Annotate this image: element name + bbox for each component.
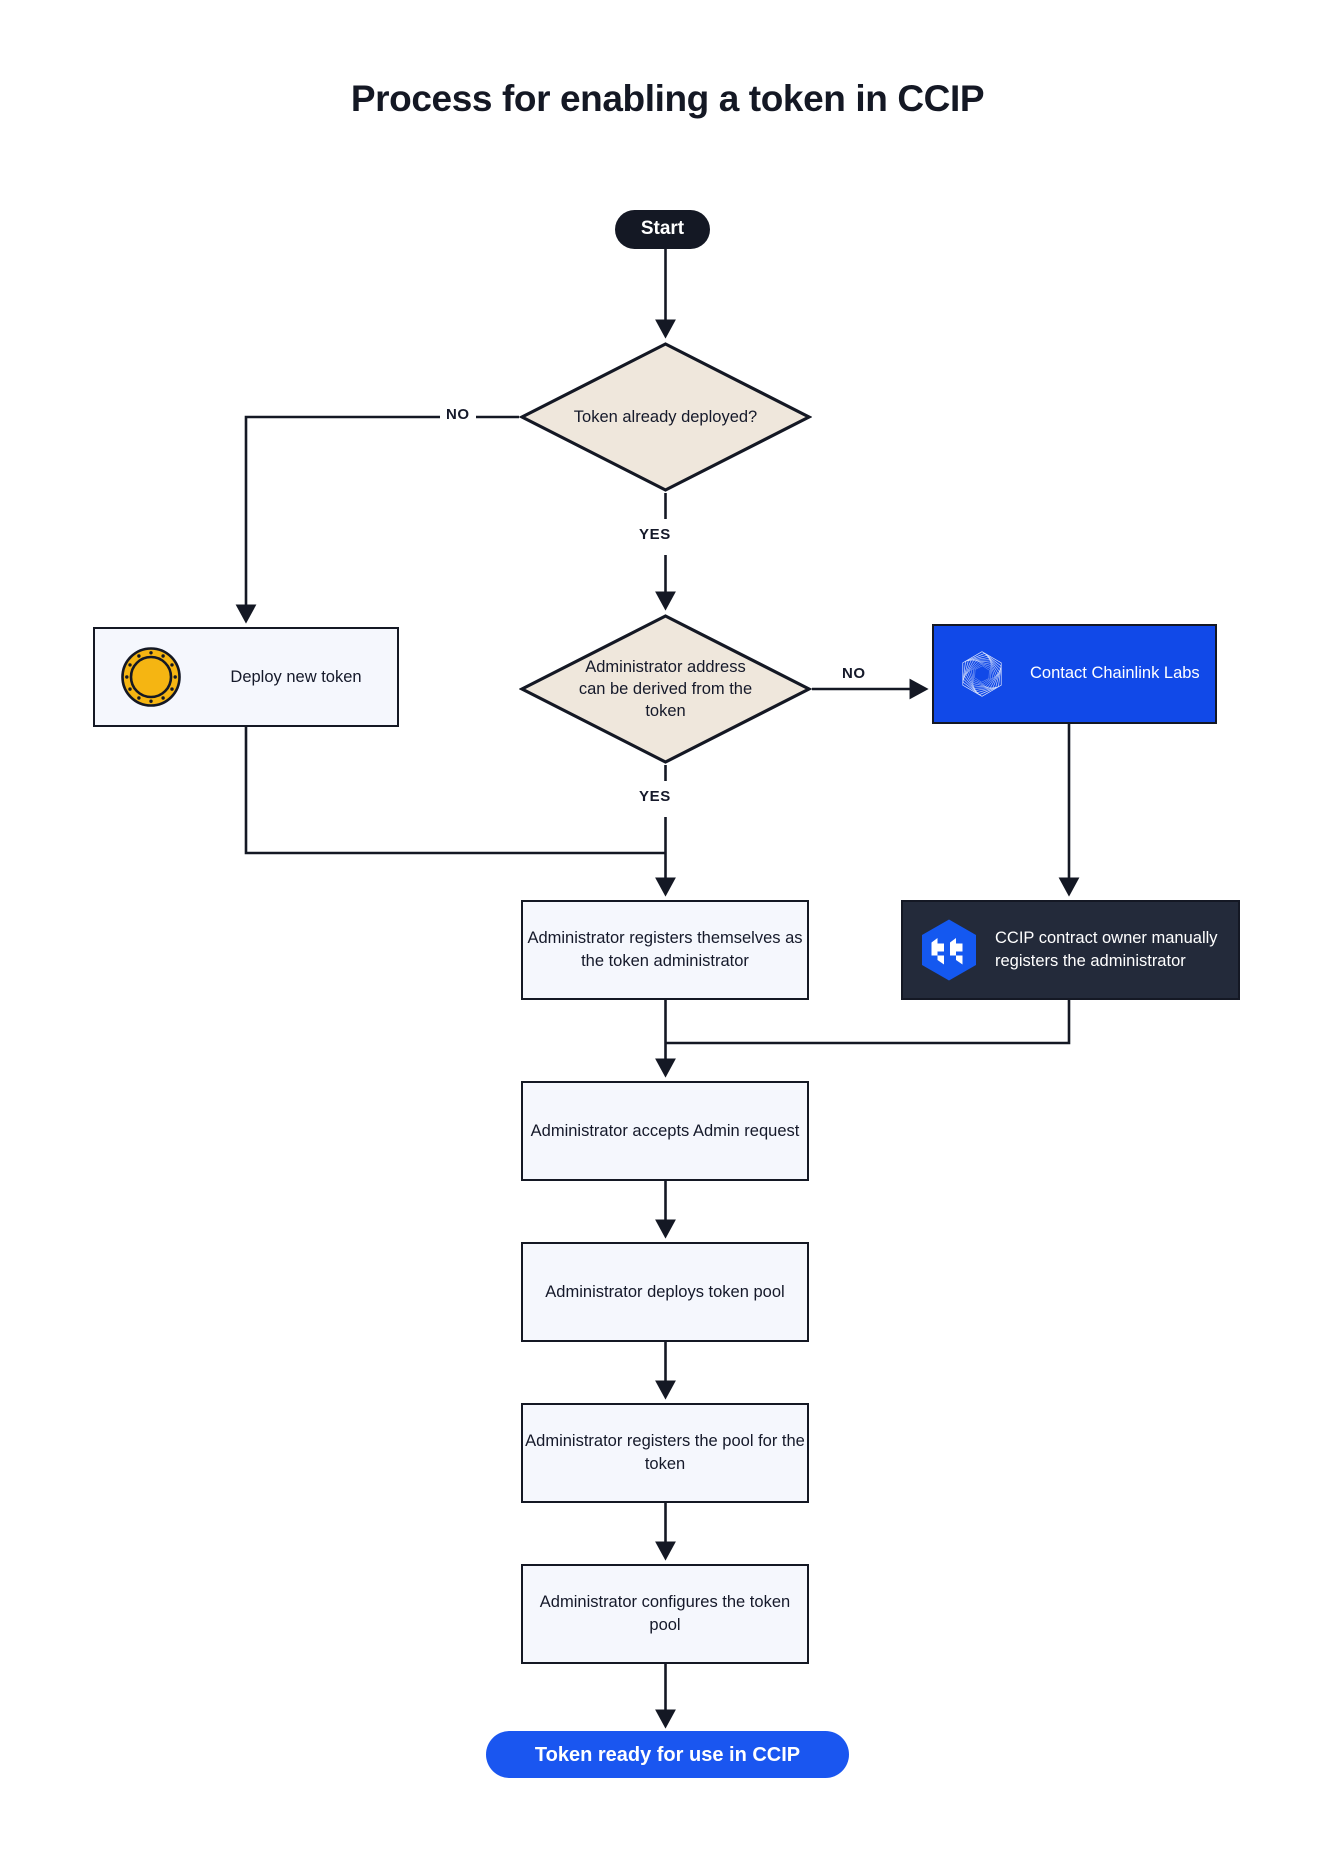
- node-deploy-new-token[interactable]: Deploy new token: [93, 627, 399, 727]
- node-administrator-deploys-pool[interactable]: Administrator deploys token pool: [521, 1242, 809, 1342]
- node-administrator-registers-pool-label: Administrator registers the pool for the…: [525, 1432, 805, 1473]
- node-deploy-new-token-label: Deploy new token: [230, 667, 362, 686]
- node-end[interactable]: Token ready for use in CCIP: [486, 1731, 849, 1778]
- node-administrator-accepts[interactable]: Administrator accepts Admin request: [521, 1081, 809, 1181]
- node-administrator-configures-pool-label: Administrator configures the token pool: [539, 1593, 791, 1634]
- edge-label-no-token-deployed: NO: [440, 404, 476, 425]
- node-start-label: Start: [640, 218, 685, 240]
- node-administrator-configures-pool[interactable]: Administrator configures the token pool: [521, 1564, 809, 1664]
- edge-label-yes-admin-derived: YES: [633, 786, 677, 807]
- node-administrator-registers-pool[interactable]: Administrator registers the pool for the…: [521, 1403, 809, 1503]
- ccip-logo-icon: [922, 919, 976, 981]
- node-ccip-contract-owner[interactable]: CCIP contract owner manually registers t…: [901, 900, 1240, 1000]
- coin-icon-slot: [95, 646, 207, 708]
- node-decision-admin-derived[interactable]: Administrator address can be derived fro…: [519, 613, 812, 765]
- node-decision-token-deployed[interactable]: Token already deployed?: [519, 341, 812, 493]
- edge-label-no-admin-derived: NO: [836, 663, 872, 684]
- node-ccip-contract-owner-label: CCIP contract owner manually registers t…: [995, 928, 1218, 970]
- coin-icon: [121, 647, 181, 707]
- diamond-shape: [519, 614, 812, 764]
- chainlink-logo-icon: [962, 651, 1002, 697]
- node-administrator-registers-label: Administrator registers themselves as th…: [527, 929, 803, 970]
- edge-label-yes-token-deployed: YES: [633, 524, 677, 545]
- node-end-label: Token ready for use in CCIP: [534, 1743, 801, 1766]
- node-administrator-deploys-pool-label: Administrator deploys token pool: [545, 1282, 785, 1301]
- page-title: Process for enabling a token in CCIP: [350, 78, 985, 119]
- node-decision-token-deployed-label: Token already deployed?: [573, 407, 758, 426]
- node-contact-chainlink-labs[interactable]: Contact Chainlink Labs: [932, 624, 1217, 724]
- node-administrator-accepts-label: Administrator accepts Admin request: [530, 1121, 800, 1140]
- node-start[interactable]: Start: [615, 210, 710, 249]
- diamond-shape: [519, 342, 812, 492]
- ccip-logo-icon-slot: [903, 918, 995, 982]
- chainlink-logo-icon-slot: [934, 643, 1030, 705]
- node-contact-chainlink-labs-label: Contact Chainlink Labs: [1030, 664, 1200, 683]
- node-decision-admin-derived-label: Administrator address can be derived fro…: [578, 657, 753, 721]
- node-administrator-registers[interactable]: Administrator registers themselves as th…: [521, 900, 809, 1000]
